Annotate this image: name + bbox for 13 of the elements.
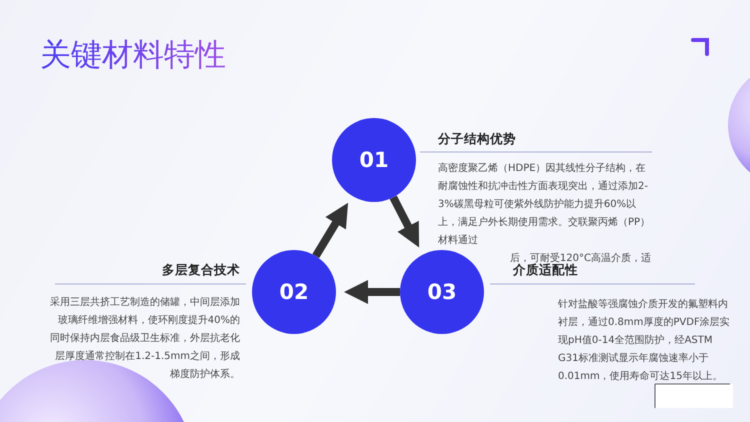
description-text: 针对盐酸等强腐蚀介质开发的氟塑料内衬层，通过0.8mm厚度的PVDF涂层实现pH值0-14全范围防护，经ASTM G31标准测试显示年腐蚀速率小于0.01mm，使用寿命可达15年以上。	[558, 298, 731, 384]
arrow	[344, 280, 400, 304]
description-text: 高密度聚乙烯（HDPE）因其线性分子结构，在耐腐蚀性和抗冲击性方面表现突出，通过添加2-3%碳黑母粒可使紫外线防护能力提升60%以上，满足户外长期使用需求。交联聚丙烯（PP）材料通过	[438, 162, 651, 248]
description-text: 后，可耐受120°C高温介质，适	[508, 252, 651, 264]
description-text: 采用三层共挤工艺制造的储罐，中间层添加玻璃纤维增强材料，使环刚度提升40%的同时保持内层食品级卫生标准，外层抗老化层厚度通常控制在1.2-1.5mm之间，形成梯度防护体系。	[50, 296, 240, 382]
number-circle: 02	[252, 250, 336, 334]
section-heading: 介质适配性	[513, 262, 578, 279]
number-circle: 01	[332, 118, 416, 202]
arrow	[390, 196, 420, 248]
arrow	[312, 202, 348, 258]
section-heading: 多层复合技术	[162, 262, 240, 279]
section-heading: 分子结构优势	[438, 131, 516, 148]
number-circle: 03	[400, 250, 484, 334]
